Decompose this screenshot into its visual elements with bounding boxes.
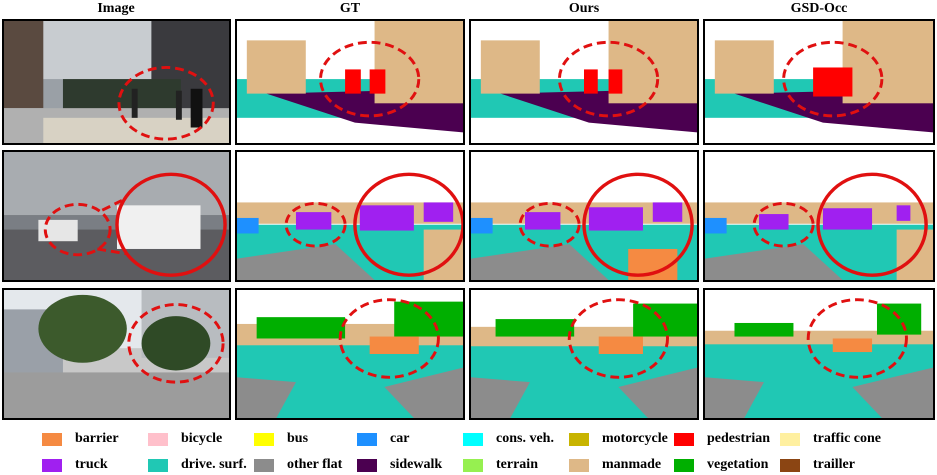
legend-label: car: [390, 431, 410, 446]
legend-label: trailler: [813, 457, 855, 472]
occupancy-ours-row1: [469, 19, 699, 145]
legend-swatch: [148, 432, 168, 446]
legend-swatch: [254, 432, 274, 446]
legend-swatch: [569, 432, 589, 446]
camera-image-row1: [2, 19, 231, 145]
legend-item-cons-veh: cons. veh.: [463, 430, 554, 448]
legend-swatch: [780, 432, 800, 446]
legend-item-drive-surf: drive. surf.: [148, 456, 247, 474]
class-legend: barrier bicycle bus car cons. veh. motor…: [0, 428, 937, 475]
legend-swatch: [42, 458, 62, 472]
occupancy-gt-row1: [235, 19, 465, 145]
legend-item-pedestrian: pedestrian: [674, 430, 770, 448]
legend-swatch: [357, 432, 377, 446]
legend-item-barrier: barrier: [42, 430, 119, 448]
legend-label: bicycle: [181, 431, 223, 446]
legend-swatch: [674, 458, 694, 472]
legend-label: manmade: [602, 457, 662, 472]
legend-label: cons. veh.: [496, 431, 554, 446]
column-header-image: Image: [97, 1, 135, 16]
legend-swatch: [569, 458, 589, 472]
legend-label: sidewalk: [390, 457, 443, 472]
camera-image-row3: [2, 288, 231, 420]
legend-item-sidewalk: sidewalk: [357, 456, 442, 474]
legend-label: pedestrian: [707, 431, 770, 446]
legend-swatch: [42, 432, 62, 446]
legend-label: vegetation: [707, 457, 769, 472]
camera-image-row2: [2, 150, 231, 282]
legend-item-traffic-cone: traffic cone: [780, 430, 881, 448]
legend-label: traffic cone: [813, 431, 882, 446]
legend-label: bus: [287, 431, 309, 446]
legend-swatch: [148, 458, 168, 472]
legend-label: barrier: [75, 431, 119, 446]
legend-swatch: [674, 432, 694, 446]
legend-item-trailler: trailler: [780, 456, 855, 474]
column-header-ours: Ours: [568, 1, 600, 16]
legend-label: terrain: [496, 457, 538, 472]
legend-item-bicycle: bicycle: [148, 430, 222, 448]
legend-label: motorcycle: [602, 431, 668, 446]
legend-item-truck: truck: [42, 456, 108, 474]
legend-item-manmade: manmade: [569, 456, 661, 474]
legend-item-car: car: [357, 430, 409, 448]
legend-item-terrain: terrain: [463, 456, 538, 474]
column-header-gt: GT: [339, 1, 361, 16]
occupancy-gsd-occ-row3: [703, 288, 935, 420]
legend-item-vegetation: vegetation: [674, 456, 768, 474]
legend-label: truck: [75, 457, 108, 472]
occupancy-gt-row2: [235, 150, 465, 282]
legend-item-bus: bus: [254, 430, 308, 448]
occupancy-ours-row2: [469, 150, 699, 282]
occupancy-gsd-occ-row1: [703, 19, 935, 145]
legend-label: drive. surf.: [181, 457, 247, 472]
column-header-gsd-occ: GSD-Occ: [790, 1, 848, 16]
legend-swatch: [254, 458, 274, 472]
legend-swatch: [463, 458, 483, 472]
occupancy-ours-row3: [469, 288, 699, 420]
legend-swatch: [463, 432, 483, 446]
occupancy-gsd-occ-row2: [703, 150, 935, 282]
legend-swatch: [357, 458, 377, 472]
legend-item-motorcycle: motorcycle: [569, 430, 668, 448]
legend-item-other-flat: other flat: [254, 456, 342, 474]
occupancy-gt-row3: [235, 288, 465, 420]
legend-swatch: [780, 458, 800, 472]
legend-label: other flat: [287, 457, 343, 472]
